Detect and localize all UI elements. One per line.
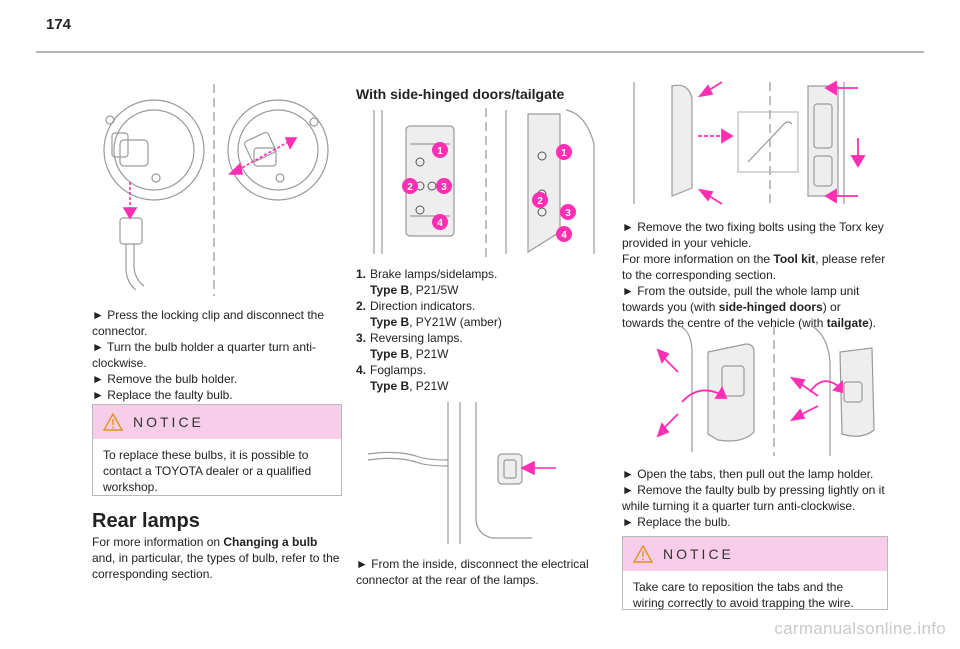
marker-1-right: 1 [561, 148, 567, 159]
item-type-value: , P21W [409, 379, 449, 393]
notice-text: Take care to reposition the tabs and the… [633, 580, 854, 610]
notice-text: To replace these bulbs, it is possible t… [103, 448, 312, 494]
bulb-list: 1. Brake lamps/sidelamps.Type B, P21/5W … [356, 266, 606, 394]
header-rule [36, 51, 924, 53]
intro-text-end: and, in particular, the types of bulb, r… [92, 551, 340, 581]
right-step-4: ► Remove the faulty bulb by pressing lig… [622, 483, 885, 513]
foglamp-connector-illustration [103, 84, 329, 296]
marker-1-left: 1 [437, 146, 443, 157]
item-type-label: Type B [370, 283, 410, 297]
page-number: 174 [46, 16, 72, 33]
item-number: 1. [356, 267, 367, 281]
right-step-2: ► From the outside, pull the whole lamp … [622, 283, 886, 331]
marker-2-left: 2 [407, 182, 413, 193]
left-steps: ► Press the locking clip and disconnect … [92, 307, 340, 403]
right-step-5: ► Replace the bulb. [622, 515, 731, 529]
tool-kit-text-end: , please refer to the corresponding sect… [622, 252, 886, 282]
rear-lamps-heading: Rear lamps [92, 510, 200, 532]
tool-kit-text-start: For more information on the [622, 252, 774, 266]
item-number: 3. [356, 331, 367, 345]
step-bold-tailgate: tailgate [826, 316, 869, 330]
step-text-end: ). [868, 316, 877, 330]
left-step-2: ► Turn the bulb holder a quarter turn an… [92, 340, 317, 370]
item-type-label: Type B [370, 379, 410, 393]
side-hinged-heading: With side-hinged doors/tailgate [356, 86, 565, 102]
item-name: Foglamps. [370, 363, 427, 377]
notice-header: NOTICE [623, 537, 887, 571]
intro-text-start: For more information on [92, 535, 224, 549]
item-type-label: Type B [370, 315, 410, 329]
right-step-1: ► Remove the two fixing bolts using the … [622, 220, 884, 250]
notice-box-left: NOTICE To replace these bulbs, it is pos… [92, 404, 342, 496]
bulb-list-item: 3. Reversing lamps. Type B, P21W [356, 330, 606, 362]
lamp-unit-removal-illustration [633, 80, 866, 205]
item-type-label: Type B [370, 347, 410, 361]
warning-triangle-icon [633, 545, 653, 563]
marker-4-right: 4 [561, 230, 567, 241]
marker-2-right: 2 [537, 196, 543, 207]
item-name: Direction indicators. [370, 299, 476, 313]
marker-3-right: 3 [565, 208, 571, 219]
left-step-3: ► Remove the bulb holder. [92, 372, 238, 386]
left-step-1: ► Press the locking clip and disconnect … [92, 308, 325, 338]
right-instructions: ► Remove the two fixing bolts using the … [622, 219, 886, 331]
item-name: Brake lamps/sidelamps. [370, 267, 498, 281]
bulb-list-item: 1. Brake lamps/sidelamps. Type B, P21/5W [356, 266, 606, 298]
left-step-4: ► Replace the faulty bulb. [92, 388, 233, 402]
item-name: Reversing lamps. [370, 331, 463, 345]
notice-title: NOTICE [133, 414, 204, 430]
middle-step: ► From the inside, disconnect the electr… [356, 557, 589, 587]
item-number: 2. [356, 299, 367, 313]
item-type-value: , P21/5W [409, 283, 459, 297]
bulb-list-item: 4. Foglamps. Type B, P21W [356, 362, 606, 394]
notice-title: NOTICE [663, 546, 734, 562]
right-tool-kit-ref: For more information on the Tool kit, pl… [622, 251, 886, 283]
warning-triangle-icon [103, 413, 123, 431]
right-step-3: ► Open the tabs, then pull out the lamp … [622, 467, 874, 481]
rear-lamp-bulb-layout-illustration: 1 2 3 4 1 2 3 4 [373, 108, 595, 260]
lamp-holder-tabs-illustration [656, 325, 875, 456]
marker-3-left: 3 [441, 182, 447, 193]
item-type-value: , P21W [409, 347, 449, 361]
marker-4-left: 4 [437, 218, 443, 229]
step-text-middle: ) or towards the centre of the vehicle (… [622, 300, 841, 330]
step-bold-side-hinged: side-hinged doors [718, 300, 823, 314]
tool-kit-link: Tool kit [773, 252, 816, 266]
watermark: carmanualsonline.info [774, 619, 946, 638]
notice-box-right: NOTICE Take care to reposition the tabs … [622, 536, 888, 610]
rear-lamps-intro: For more information on Changing a bulb … [92, 534, 344, 582]
bulb-list-item: 2. Direction indicators. Type B, PY21W (a… [356, 298, 606, 330]
intro-link-changing-bulb: Changing a bulb [223, 535, 318, 549]
notice-header: NOTICE [93, 405, 341, 439]
item-type-value: , PY21W (amber) [409, 315, 502, 329]
item-number: 4. [356, 363, 367, 377]
electrical-connector-illustration [367, 402, 556, 544]
right-steps-2: ► Open the tabs, then pull out the lamp … [622, 466, 886, 530]
step-text-start: ► From the outside, pull the whole lamp … [622, 284, 860, 314]
